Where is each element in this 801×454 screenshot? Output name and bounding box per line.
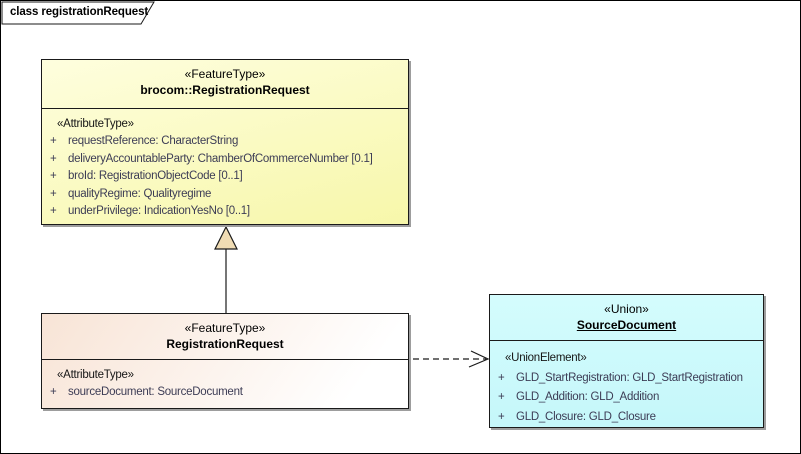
attribute-label: sourceDocument: SourceDocument xyxy=(68,386,243,399)
attribute-label: requestReference: CharacterString xyxy=(68,135,239,148)
attribute-label: GLD_Closure: GLD_Closure xyxy=(516,410,656,423)
class-name: RegistrationRequest xyxy=(166,337,284,351)
dependency-connector[interactable] xyxy=(413,350,490,368)
open-arrowhead-icon xyxy=(468,350,490,368)
attributes-compartment: «UnionElement» + GLD_StartRegistration: … xyxy=(490,341,763,427)
section-stereotype: «AttributeType» xyxy=(57,118,134,130)
section-divider xyxy=(42,108,408,109)
class-header: «FeatureType» brocom::RegistrationReques… xyxy=(42,60,408,108)
class-name: brocom::RegistrationRequest xyxy=(140,83,310,97)
class-header: «Union» SourceDocument xyxy=(490,295,763,340)
class-stereotype: «FeatureType» xyxy=(184,321,266,335)
class-stereotype: «FeatureType» xyxy=(184,67,266,81)
section-divider xyxy=(490,340,763,341)
attribute-row: + deliveryAccountableParty: ChamberOfCom… xyxy=(49,151,402,168)
section-stereotype: «UnionElement» xyxy=(505,352,587,364)
visibility-plus: + xyxy=(50,135,57,148)
visibility-plus: + xyxy=(50,187,57,200)
attribute-row: + GLD_Closure: GLD_Closure xyxy=(497,408,757,428)
visibility-plus: + xyxy=(498,371,505,384)
class-box-registration-request[interactable]: «FeatureType» RegistrationRequest «Attri… xyxy=(41,313,409,409)
generalization-triangle-icon xyxy=(214,225,238,250)
class-box-brocom-registration-request[interactable]: «FeatureType» brocom::RegistrationReques… xyxy=(41,59,409,225)
class-header: «FeatureType» RegistrationRequest xyxy=(42,314,408,359)
class-stereotype: «Union» xyxy=(604,302,649,316)
attribute-row: + qualityRegime: Qualityregime xyxy=(49,186,402,203)
attribute-row: + GLD_Addition: GLD_Addition xyxy=(497,388,757,408)
visibility-plus: + xyxy=(498,410,505,423)
attribute-row: + requestReference: CharacterString xyxy=(49,133,402,150)
class-box-source-document[interactable]: «Union» SourceDocument «UnionElement» + … xyxy=(489,294,764,428)
visibility-plus: + xyxy=(498,391,505,404)
visibility-plus: + xyxy=(50,386,57,399)
attribute-label: deliveryAccountableParty: ChamberOfComme… xyxy=(68,152,373,165)
generalization-connector[interactable] xyxy=(214,225,238,313)
attribute-label: GLD_StartRegistration: GLD_StartRegistra… xyxy=(516,371,743,384)
attribute-label: broId: RegistrationObjectCode [0..1] xyxy=(68,170,243,183)
section-stereotype: «AttributeType» xyxy=(57,369,134,381)
attribute-label: GLD_Addition: GLD_Addition xyxy=(516,391,660,404)
attribute-row: + broId: RegistrationObjectCode [0..1] xyxy=(49,168,402,185)
attribute-row: + GLD_StartRegistration: GLD_StartRegist… xyxy=(497,369,757,389)
attribute-label: qualityRegime: Qualityregime xyxy=(68,187,212,200)
diagram-frame-label: class registrationRequest xyxy=(10,6,149,18)
visibility-plus: + xyxy=(50,205,57,218)
class-name: SourceDocument xyxy=(576,318,677,332)
visibility-plus: + xyxy=(50,170,57,183)
attribute-row: + underPrivilege: IndicationYesNo [0..1] xyxy=(49,203,402,220)
attribute-row: + sourceDocument: SourceDocument xyxy=(49,384,402,401)
attributes-compartment: «AttributeType» + requestReference: Char… xyxy=(42,109,408,220)
visibility-plus: + xyxy=(50,152,57,165)
attribute-label: underPrivilege: IndicationYesNo [0..1] xyxy=(68,205,250,218)
section-divider xyxy=(42,359,408,360)
attributes-compartment: «AttributeType» + sourceDocument: Source… xyxy=(42,360,408,402)
